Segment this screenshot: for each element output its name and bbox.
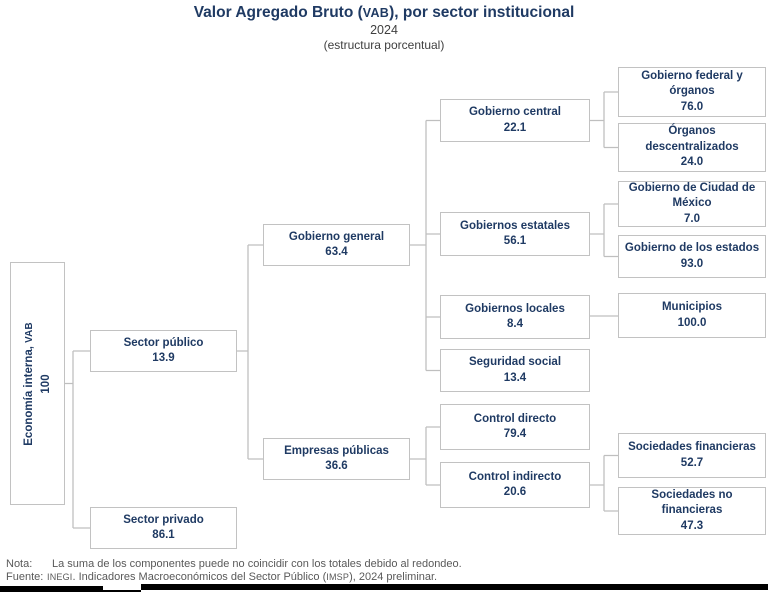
node-value: 63.4 (325, 246, 348, 258)
node-gobierno-cdmx: Gobierno de Ciudad de México 7.0 (618, 181, 766, 227)
node-value: 100.0 (677, 316, 707, 329)
node-value: 24.0 (680, 156, 704, 169)
node-value: 93.0 (680, 257, 704, 270)
node-value: 86.1 (152, 529, 175, 541)
node-gobierno-central: Gobierno central 22.1 (440, 99, 590, 142)
node-gobiernos-estatales: Gobiernos estatales 56.1 (440, 212, 590, 256)
node-value: 76.0 (680, 100, 704, 113)
node-value: 13.9 (152, 352, 175, 364)
node-label: Gobierno de los estados (624, 242, 760, 254)
title-post: ), por sector institucional (389, 4, 575, 21)
node-gobierno-federal-organos: Gobierno federal y órganos 76.0 (618, 67, 766, 117)
connector-root (65, 350, 90, 529)
node-empresas-publicas: Empresas públicas 36.6 (263, 438, 410, 480)
node-value: 7.0 (684, 212, 700, 225)
economia-value: 100 (39, 373, 52, 394)
node-value: 52.7 (680, 456, 704, 469)
node-value: 47.3 (680, 519, 704, 532)
economia-label-acronym: VAB (23, 321, 35, 343)
node-value: 36.6 (325, 460, 348, 472)
node-sociedades-no-financieras: Sociedades no financieras 47.3 (618, 487, 766, 535)
node-label: Gobiernos locales (465, 302, 565, 315)
title-subtitle: (estructura porcentual) (323, 38, 445, 52)
node-control-indirecto: Control indirecto 20.6 (440, 462, 590, 508)
node-value: 20.6 (503, 486, 527, 498)
connector-gobiernos-estatales (590, 203, 618, 258)
economia-label-pre: Economía interna, (22, 342, 35, 446)
connector-sector-publico (237, 244, 263, 460)
node-sector-publico: Sector público 13.9 (90, 330, 237, 372)
node-label: Sociedades financieras (628, 441, 756, 453)
node-label: Gobierno central (468, 106, 562, 118)
title-acronym-vab: VAB (362, 6, 390, 20)
node-label: Control indirecto (468, 470, 562, 483)
node-label: Sector público (123, 336, 204, 349)
node-value: 56.1 (503, 235, 527, 247)
title-year: 2024 (370, 23, 398, 37)
connector-gobierno-general (410, 119, 440, 372)
connector-gobierno-central (590, 91, 618, 149)
node-label: Gobierno general (288, 230, 385, 243)
node-gobiernos-locales: Gobiernos locales 8.4 (440, 295, 590, 339)
title-pre: Valor Agregado Bruto ( (193, 4, 363, 21)
node-label: Gobierno federal y órganos (641, 69, 743, 98)
node-value: 8.4 (507, 318, 523, 330)
footer-nota-label: Nota: (6, 558, 33, 570)
bottom-bar-right (141, 584, 768, 590)
node-label: Municipios (661, 301, 723, 313)
node-sociedades-financieras: Sociedades financieras 52.7 (618, 433, 766, 478)
node-label: Sector privado (123, 513, 204, 526)
node-value: 13.4 (503, 371, 527, 384)
bottom-bar-middle (103, 590, 141, 592)
footer-fuente-mid: . Indicadores Macroeconómicos del Sector… (72, 571, 327, 583)
node-label: Seguridad social (468, 356, 562, 368)
page-title: Valor Agregado Bruto (VAB), por sector i… (0, 4, 768, 22)
node-label: Sociedades no financieras (651, 488, 733, 517)
node-label: Control directo (473, 412, 557, 425)
node-control-directo: Control directo 79.4 (440, 404, 590, 450)
node-gobierno-estados: Gobierno de los estados 93.0 (618, 235, 766, 278)
node-sector-privado: Sector privado 86.1 (90, 507, 237, 549)
node-label: Gobierno de Ciudad de México (628, 181, 756, 210)
node-label: Empresas públicas (284, 444, 389, 457)
connector-empresas-publicas (410, 426, 440, 486)
node-seguridad-social: Seguridad social 13.4 (440, 349, 590, 392)
node-gobierno-general: Gobierno general 63.4 (263, 224, 410, 266)
footer-fuente-imsp: IMSP (326, 572, 350, 582)
node-label: Órganos descentralizados (645, 125, 739, 153)
bottom-bar-left (0, 586, 103, 592)
node-economia-interna: Economía interna, VAB 100 (10, 262, 65, 505)
connector-control-indirecto (590, 454, 618, 512)
footer-fuente-end: ), 2024 preliminar. (349, 571, 438, 583)
footer-fuente: Fuente:INEGI. Indicadores Macroeconómico… (6, 571, 437, 583)
footer-nota-text: La suma de los componentes puede no coin… (52, 558, 462, 570)
node-value: 22.1 (503, 121, 527, 134)
footer-fuente-inegi: INEGI (47, 572, 73, 582)
node-label: Gobiernos estatales (460, 219, 570, 232)
footer-fuente-label: Fuente: (6, 571, 44, 583)
footer-nota: Nota: La suma de los componentes puede no… (6, 558, 462, 570)
node-organos-descentralizados: Órganos descentralizados 24.0 (618, 123, 766, 172)
node-value: 79.4 (503, 428, 527, 440)
node-municipios: Municipios 100.0 (618, 293, 766, 338)
